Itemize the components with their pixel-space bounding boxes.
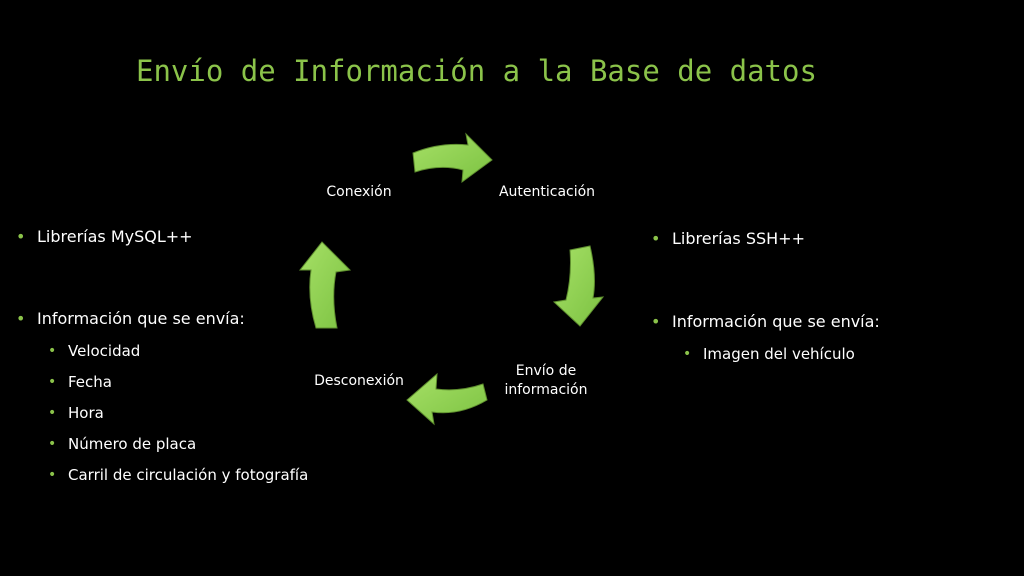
bullet-icon: • bbox=[651, 229, 661, 248]
slide-title: Envío de Información a la Base de datos bbox=[136, 54, 817, 88]
left-subitem: • Fecha bbox=[48, 373, 112, 391]
node-autenticacion: Autenticación bbox=[498, 184, 596, 200]
cycle-arrow-bottom bbox=[406, 372, 488, 426]
left-bullet-libraries: • Librerías MySQL++ bbox=[16, 227, 346, 247]
bullet-icon: • bbox=[48, 374, 57, 390]
bullet-icon: • bbox=[16, 309, 26, 328]
node-envio-de-informacion: Envío de información bbox=[486, 362, 606, 400]
left-bullet-info: • Información que se envía: bbox=[16, 309, 346, 329]
left-subitem: • Velocidad bbox=[48, 342, 141, 360]
bullet-icon: • bbox=[48, 405, 57, 421]
left-bullet-list: • Librerías MySQL++ • Información que se… bbox=[16, 227, 346, 485]
cycle-arrow-right bbox=[552, 245, 605, 327]
left-bullet-info-text: Información que se envía: bbox=[37, 309, 245, 328]
node-conexion: Conexión bbox=[326, 184, 392, 200]
bullet-icon: • bbox=[651, 312, 661, 331]
left-subitem: • Hora bbox=[48, 404, 104, 422]
node-envio-line2: información bbox=[504, 382, 588, 398]
cycle-arrow-top bbox=[412, 132, 493, 184]
right-subitem: • Imagen del vehículo bbox=[683, 345, 855, 363]
node-desconexion: Desconexión bbox=[314, 373, 404, 389]
right-bullet-libraries-text: Librerías SSH++ bbox=[672, 229, 805, 248]
right-bullet-info: • Información que se envía: bbox=[651, 312, 981, 332]
bullet-icon: • bbox=[48, 467, 57, 483]
right-bullet-libraries: • Librerías SSH++ bbox=[651, 229, 981, 249]
cycle-arrow-left bbox=[298, 241, 352, 329]
right-bullet-list: • Librerías SSH++ • Información que se e… bbox=[651, 229, 981, 364]
bullet-icon: • bbox=[683, 346, 692, 362]
bullet-icon: • bbox=[16, 227, 26, 246]
left-bullet-libraries-text: Librerías MySQL++ bbox=[37, 227, 193, 246]
right-bullet-info-text: Información que se envía: bbox=[672, 312, 880, 331]
bullet-icon: • bbox=[48, 343, 57, 359]
left-subitem: • Carril de circulación y fotografía bbox=[48, 466, 309, 484]
node-envio-line1: Envío de bbox=[515, 363, 577, 379]
bullet-icon: • bbox=[48, 436, 57, 452]
left-subitem: • Número de placa bbox=[48, 435, 197, 453]
